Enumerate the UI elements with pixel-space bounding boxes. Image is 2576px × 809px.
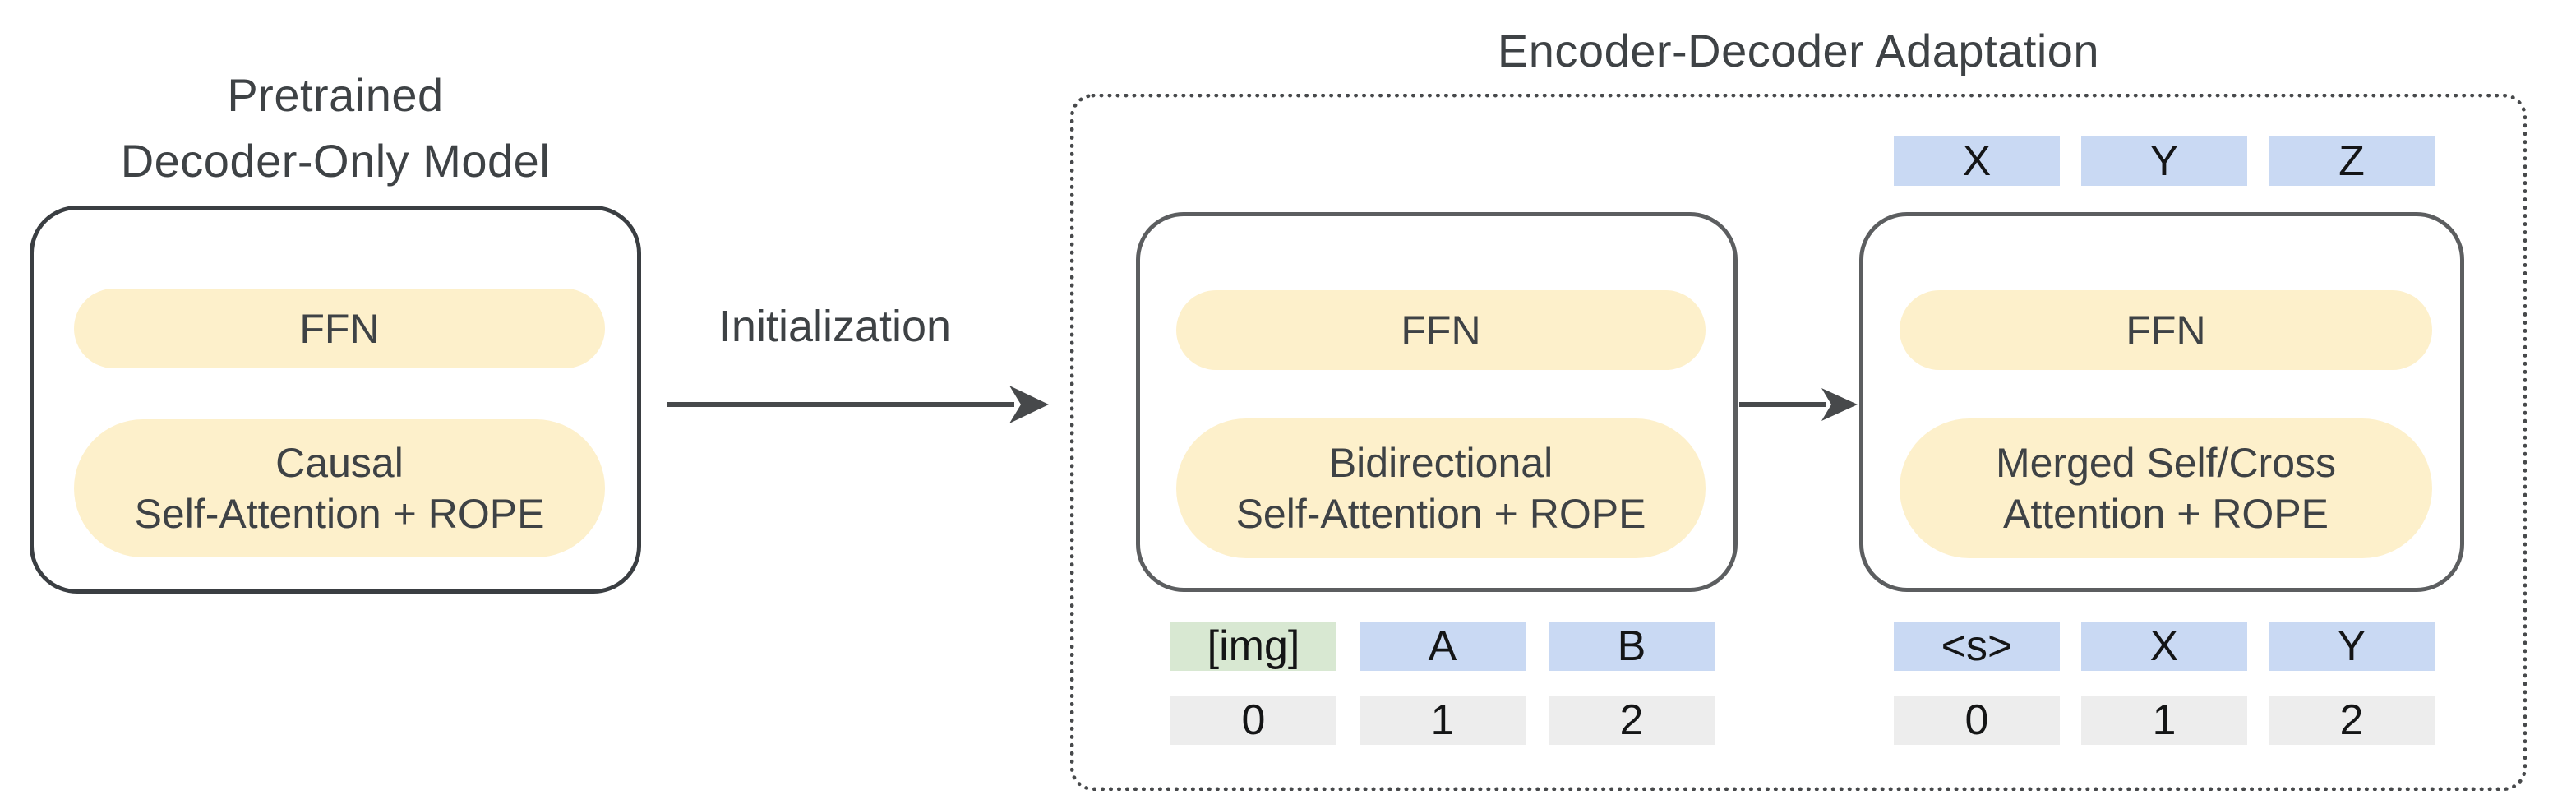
pretrained-ffn-pill: FFN (74, 289, 605, 368)
decoder-position-0: 0 (1894, 696, 2060, 745)
ffn-label: FFN (1401, 307, 1481, 354)
encoder-position-2: 2 (1549, 696, 1715, 745)
encoder-position-1: 1 (1360, 696, 1526, 745)
adaptation-region (1070, 94, 2527, 791)
encoder-token-b: B (1549, 622, 1715, 671)
ffn-label: FFN (299, 305, 380, 352)
pretrained-model-box: FFN Causal Self-Attention + ROPE (30, 206, 641, 594)
decoder-output-token-z: Z (2269, 136, 2435, 186)
bidirectional-attention-pill: Bidirectional Self-Attention + ROPE (1176, 418, 1706, 558)
decoder-position-1: 1 (2081, 696, 2247, 745)
decoder-output-token-x: X (1894, 136, 2060, 186)
encoder-to-decoder-arrow (1739, 388, 1858, 421)
adaptation-title: Encoder-Decoder Adaptation (1497, 25, 2100, 76)
encoder-token-a: A (1360, 622, 1526, 671)
decoder-position-2: 2 (2269, 696, 2435, 745)
decoder-input-token-x: X (2081, 622, 2247, 671)
initialization-arrow (667, 386, 1049, 423)
merged-attention-line2: Attention + ROPE (2002, 491, 2329, 537)
causal-attention-line1: Causal (275, 440, 404, 486)
decoder-input-token-y: Y (2269, 622, 2435, 671)
encoder-box: FFN Bidirectional Self-Attention + ROPE (1136, 212, 1738, 592)
decoder-input-token-s: <s> (1894, 622, 2060, 671)
merged-attention-line1: Merged Self/Cross (1995, 440, 2337, 486)
encoder-position-0: 0 (1170, 696, 1336, 745)
decoder-output-token-y: Y (2081, 136, 2247, 186)
initialization-label: Initialization (718, 302, 952, 351)
decoder-box: FFN Merged Self/Cross Attention + ROPE (1859, 212, 2464, 592)
pretrained-model-title: Pretrained Decoder-Only Model (30, 62, 641, 194)
pretrained-model-title-line1: Pretrained (227, 69, 444, 121)
merged-attention-pill: Merged Self/Cross Attention + ROPE (1900, 418, 2432, 558)
bidirectional-attention-line1: Bidirectional (1328, 440, 1553, 486)
decoder-ffn-pill: FFN (1900, 290, 2432, 370)
encoder-ffn-pill: FFN (1176, 290, 1706, 370)
causal-attention-pill: Causal Self-Attention + ROPE (74, 419, 605, 557)
bidirectional-attention-line2: Self-Attention + ROPE (1235, 491, 1646, 537)
ffn-label: FFN (2126, 307, 2206, 354)
causal-attention-line2: Self-Attention + ROPE (134, 491, 545, 537)
encoder-token-img: [img] (1170, 622, 1336, 671)
pretrained-model-title-line2: Decoder-Only Model (120, 135, 551, 187)
